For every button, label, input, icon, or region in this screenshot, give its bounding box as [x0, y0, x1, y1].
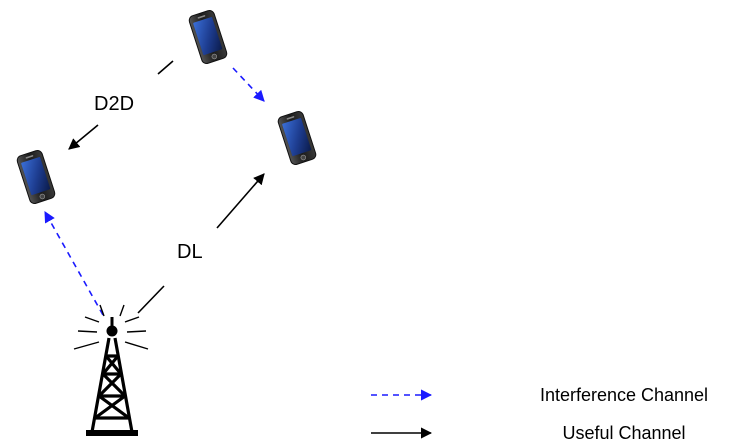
d2d-link-upper	[157, 60, 174, 75]
smartphone-icon	[15, 148, 57, 206]
cell-tower-icon	[73, 304, 149, 436]
dl-link-arrow	[216, 173, 265, 229]
interference-link-d2d	[232, 67, 265, 102]
smartphone-icon	[187, 8, 229, 66]
interference-link-dl	[44, 211, 104, 316]
smartphone-icon	[276, 109, 318, 167]
legend-useful-label: Useful Channel	[562, 423, 685, 443]
d2d-link-arrow	[68, 124, 99, 150]
dl-link-lower	[137, 285, 165, 314]
legend-interference-label: Interference Channel	[540, 385, 708, 405]
dl-label: DL	[177, 241, 203, 263]
d2d-label: D2D	[94, 93, 134, 115]
